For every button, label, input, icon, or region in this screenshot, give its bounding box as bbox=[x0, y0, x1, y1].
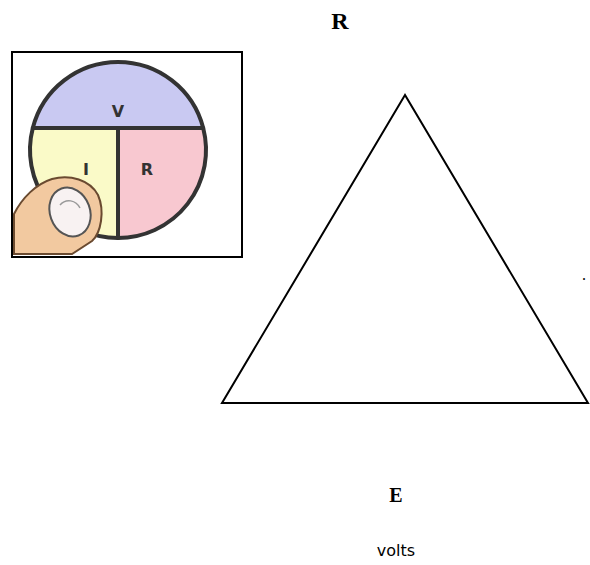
voltage-segment: V bbox=[30, 62, 206, 128]
resistance-segment: R bbox=[118, 128, 206, 238]
inset-frame bbox=[12, 52, 242, 257]
segment-outline bbox=[118, 128, 206, 238]
segment-outline bbox=[33, 62, 203, 128]
segment-letter: I bbox=[83, 162, 89, 178]
ohm-triangle bbox=[222, 95, 588, 403]
bottom-letter: E bbox=[389, 484, 402, 507]
nail-shine bbox=[60, 201, 80, 208]
segment-letter: V bbox=[112, 104, 124, 120]
segment-shape bbox=[118, 128, 206, 238]
segment-letter: R bbox=[141, 162, 153, 178]
segment-shape bbox=[30, 128, 118, 238]
current-segment: I bbox=[30, 128, 118, 238]
dot-mark: . bbox=[582, 266, 586, 284]
unit-label: volts bbox=[377, 541, 415, 560]
fingernail bbox=[43, 182, 98, 243]
finger bbox=[14, 177, 102, 254]
segment-outline bbox=[30, 128, 118, 238]
top-letter: R bbox=[331, 8, 348, 35]
